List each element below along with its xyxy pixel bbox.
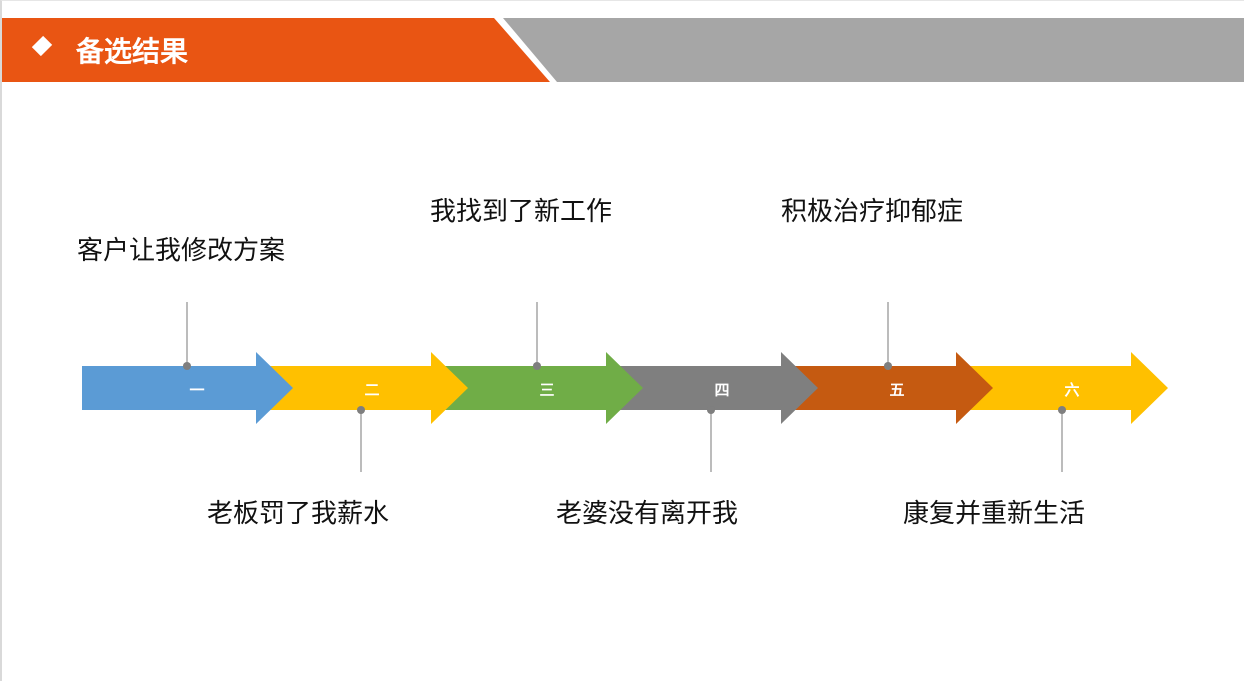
- timeline-arrow-4: [606, 352, 818, 424]
- connector-dot: [707, 406, 715, 414]
- connector-dot: [1058, 406, 1066, 414]
- timeline-arrow-2: [256, 352, 468, 424]
- connector-dot: [533, 362, 541, 370]
- header-orange-band: [2, 18, 550, 82]
- page-title: 备选结果: [76, 35, 189, 68]
- connector-dot: [357, 406, 365, 414]
- connector-dot: [884, 362, 892, 370]
- timeline-arrow-1: [82, 352, 293, 424]
- step-label: 客户让我修改方案: [77, 236, 286, 266]
- step-number: 六: [1064, 381, 1080, 399]
- step-number: 一: [189, 381, 205, 399]
- timeline-arrow-5: [781, 352, 993, 424]
- timeline-arrow-3: [431, 352, 643, 424]
- step-number: 四: [714, 381, 730, 399]
- step-number: 五: [889, 381, 905, 399]
- step-label: 积极治疗抑郁症: [781, 197, 964, 227]
- header-banner: [2, 18, 1244, 82]
- step-number: 二: [364, 381, 380, 399]
- connector-dot: [183, 362, 191, 370]
- header-grey-band: [503, 18, 1244, 82]
- step-number: 三: [539, 381, 555, 399]
- timeline-arrow-6: [956, 352, 1168, 424]
- step-label: 老板罚了我薪水: [207, 499, 390, 529]
- step-label: 康复并重新生活: [903, 499, 1086, 529]
- step-label: 老婆没有离开我: [556, 499, 739, 529]
- step-label: 我找到了新工作: [430, 197, 613, 227]
